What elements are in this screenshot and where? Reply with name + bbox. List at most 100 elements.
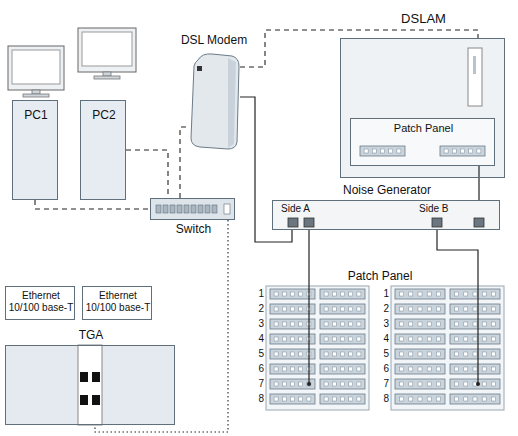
port-hole [455, 382, 459, 386]
port-hole [409, 367, 413, 371]
port-hole [436, 292, 440, 296]
monitor-screen [82, 32, 132, 66]
port-hole [473, 367, 477, 371]
plug [476, 382, 480, 386]
ethernet-cable [126, 150, 168, 198]
patch-panel: Patch Panel [255, 268, 505, 413]
port-hole [418, 367, 422, 371]
port-hole [461, 149, 465, 153]
plug [307, 382, 311, 386]
port-hole [400, 382, 404, 386]
port-hole [341, 307, 345, 311]
port-strip [320, 364, 365, 374]
port-hole [274, 322, 278, 326]
rj-port [474, 218, 484, 227]
port-hole [409, 352, 413, 356]
port-hole [291, 337, 295, 341]
port-hole [400, 307, 404, 311]
port-hole [455, 322, 459, 326]
port-hole [299, 397, 303, 401]
port-hole [282, 307, 286, 311]
port-hole [427, 322, 431, 326]
port-hole [473, 337, 477, 341]
monitor-frame [8, 46, 64, 90]
port-hole [427, 292, 431, 296]
port-strip [270, 289, 315, 299]
rj-port [432, 218, 442, 227]
port-hole [299, 367, 303, 371]
port-strip [395, 334, 445, 344]
port-hole [349, 352, 353, 356]
port-hole [357, 322, 361, 326]
port-strip [450, 304, 500, 314]
port-hole [482, 367, 486, 371]
switch-port [191, 205, 196, 213]
node-label: Ethernet 10/100 base-T [83, 290, 153, 313]
port-hole [418, 397, 422, 401]
node-label: Ethernet 10/100 base-T [6, 290, 76, 313]
port-hole [418, 322, 422, 326]
port-hole [455, 292, 459, 296]
port-strip [270, 319, 315, 329]
port-hole [299, 307, 303, 311]
port-strip [360, 146, 405, 156]
box-fill [350, 118, 495, 166]
port-hole [491, 397, 495, 401]
network-switch: Switch [150, 198, 235, 220]
port-hole [400, 322, 404, 326]
port-strip [320, 289, 365, 299]
port-hole [332, 397, 336, 401]
box-fill [82, 286, 152, 320]
port-hole [341, 292, 345, 296]
port-hole [464, 322, 468, 326]
port-hole [381, 149, 385, 153]
port-hole [400, 337, 404, 341]
port-hole [349, 337, 353, 341]
tga-port [92, 395, 100, 405]
port-hole [491, 367, 495, 371]
port-hole [452, 149, 456, 153]
port-hole [473, 292, 477, 296]
port-strip [395, 379, 445, 389]
box-fill [5, 345, 175, 425]
port-hole [357, 352, 361, 356]
port-hole [299, 322, 303, 326]
port-hole [324, 337, 328, 341]
port-hole [464, 307, 468, 311]
port-strip [450, 394, 500, 404]
switch-port [177, 205, 182, 213]
port-hole [324, 292, 328, 296]
port-hole [341, 367, 345, 371]
panel-frame [266, 286, 369, 410]
port-strip [270, 304, 315, 314]
side-label: Side B [419, 203, 459, 215]
port-hole [418, 292, 422, 296]
row-number: 6 [381, 363, 389, 375]
port-hole [397, 149, 401, 153]
port-hole [291, 307, 295, 311]
ethernet-cable [95, 220, 228, 432]
box-fill [340, 38, 505, 178]
row-number: 4 [256, 333, 264, 345]
monitor-neck [103, 72, 111, 76]
phone-line [437, 230, 478, 268]
port-hole [299, 292, 303, 296]
port-hole [349, 307, 353, 311]
port-hole [332, 352, 336, 356]
pc-tower: PC1 [12, 100, 58, 200]
port-hole [436, 307, 440, 311]
monitor-base [23, 94, 49, 97]
port-hole [341, 322, 345, 326]
port-hole [291, 292, 295, 296]
port-hole [282, 352, 286, 356]
row-number: 2 [381, 303, 389, 315]
row-number: 1 [256, 288, 264, 300]
port-hole [349, 322, 353, 326]
modem-port [197, 66, 202, 71]
phone-line [308, 268, 309, 384]
port-strip [450, 289, 500, 299]
node-label: Switch [151, 223, 236, 237]
modem-outline [188, 52, 240, 150]
monitor-frame [78, 28, 136, 72]
port-hole [324, 352, 328, 356]
